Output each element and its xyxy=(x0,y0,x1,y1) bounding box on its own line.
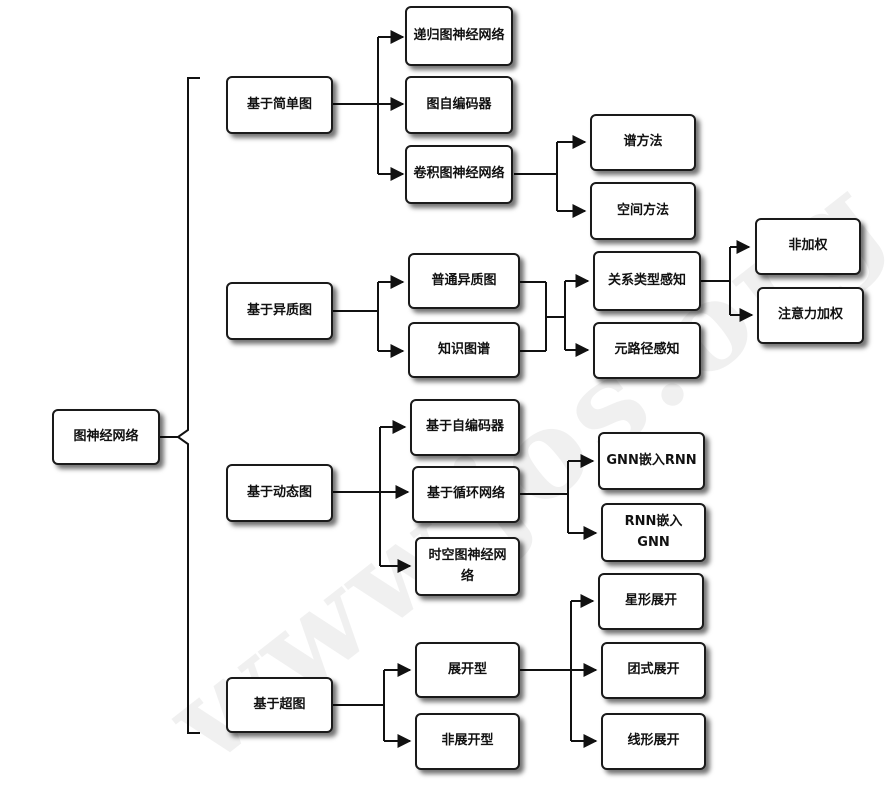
node-heterogeneous-graph: 基于异质图 xyxy=(226,282,333,340)
node-knowledge-graph: 知识图谱 xyxy=(408,322,520,378)
node-hypergraph: 基于超图 xyxy=(226,677,333,733)
node-metapath-aware: 元路径感知 xyxy=(593,322,701,379)
node-gnn-in-rnn: GNN嵌入RNN xyxy=(598,432,705,490)
node-rnn-in-gnn: RNN嵌入GNN xyxy=(601,503,706,562)
node-simple-graph: 基于简单图 xyxy=(226,76,333,134)
node-unweighted: 非加权 xyxy=(755,218,861,275)
node-ordinary-heterogeneous-graph: 普通异质图 xyxy=(408,253,520,309)
node-autoencoder-based: 基于自编码器 xyxy=(410,399,520,456)
node-spatiotemporal-gnn: 时空图神经网络 xyxy=(415,537,520,596)
node-spatial-method: 空间方法 xyxy=(590,182,696,240)
root-brace xyxy=(176,77,200,734)
node-expansion-type: 展开型 xyxy=(415,642,520,698)
node-recursive-gnn: 递归图神经网络 xyxy=(405,6,513,66)
node-attention-weighted: 注意力加权 xyxy=(757,287,864,344)
node-clique-expansion: 团式展开 xyxy=(601,642,706,699)
node-star-expansion: 星形展开 xyxy=(598,573,704,630)
node-non-expansion-type: 非展开型 xyxy=(415,713,520,770)
node-line-expansion: 线形展开 xyxy=(601,713,706,770)
node-dynamic-graph: 基于动态图 xyxy=(226,464,333,522)
node-spectral-method: 谱方法 xyxy=(590,114,696,171)
node-relation-type-aware: 关系类型感知 xyxy=(593,251,701,311)
node-root: 图神经网络 xyxy=(52,409,160,465)
node-recurrent-network-based: 基于循环网络 xyxy=(412,466,520,523)
node-conv-gnn: 卷积图神经网络 xyxy=(405,145,513,204)
node-graph-autoencoder: 图自编码器 xyxy=(405,76,513,134)
